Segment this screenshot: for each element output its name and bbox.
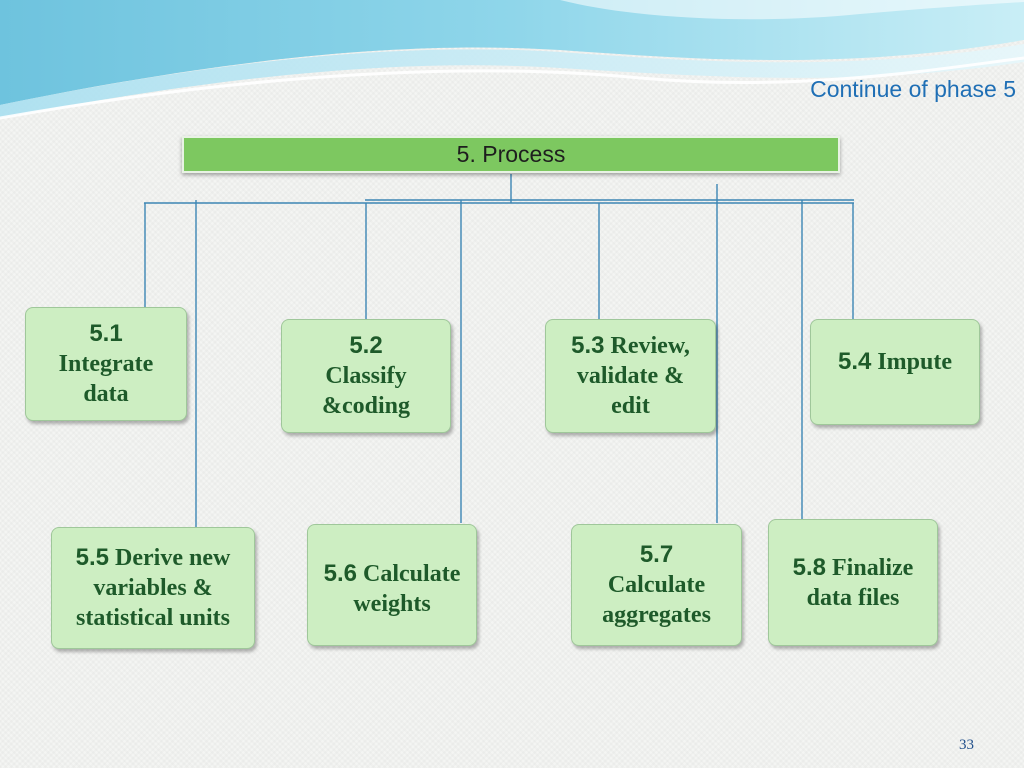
node-label: Calculate aggregates [602,572,711,628]
node-5-7: 5.7 Calculate aggregates [571,524,742,646]
node-5-5: 5.5 Derive new variables & statistical u… [51,527,255,649]
page-number: 33 [959,737,974,753]
node-number: 5.4 [837,348,872,375]
node-label: Integrate data [58,351,154,407]
node-number: 5.6 [323,560,358,587]
node-label: Derive new variables & statistical units [75,545,231,631]
node-label: Impute [877,349,953,375]
header-wave-decoration [0,0,1024,120]
slide-subtitle: Continue of phase 5 [810,76,1016,102]
node-5-2: 5.2 Classify &coding [281,319,451,433]
node-5-1: 5.1 Integrate data [25,307,187,421]
node-number: 5.3 [571,332,605,359]
node-number: 5.8 [792,553,827,581]
node-label: Calculate weights [353,561,461,617]
node-5-3: 5.3 Review, validate & edit [545,319,716,433]
process-root-node: 5. Process [182,136,840,173]
node-number: 5.2 [349,332,383,359]
node-label: Finalize data files [806,554,914,611]
node-5-4: 5.4 Impute [810,319,980,425]
node-label: Classify &coding [321,363,410,419]
process-root-label: 5. Process [456,141,566,167]
node-number: 5.5 [75,544,110,571]
node-number: 5.1 [89,320,123,347]
node-5-8: 5.8 Finalize data files [768,519,938,646]
node-5-6: 5.6 Calculate weights [307,524,477,646]
node-label: Review, validate & edit [576,333,690,419]
node-number: 5.7 [639,541,674,568]
